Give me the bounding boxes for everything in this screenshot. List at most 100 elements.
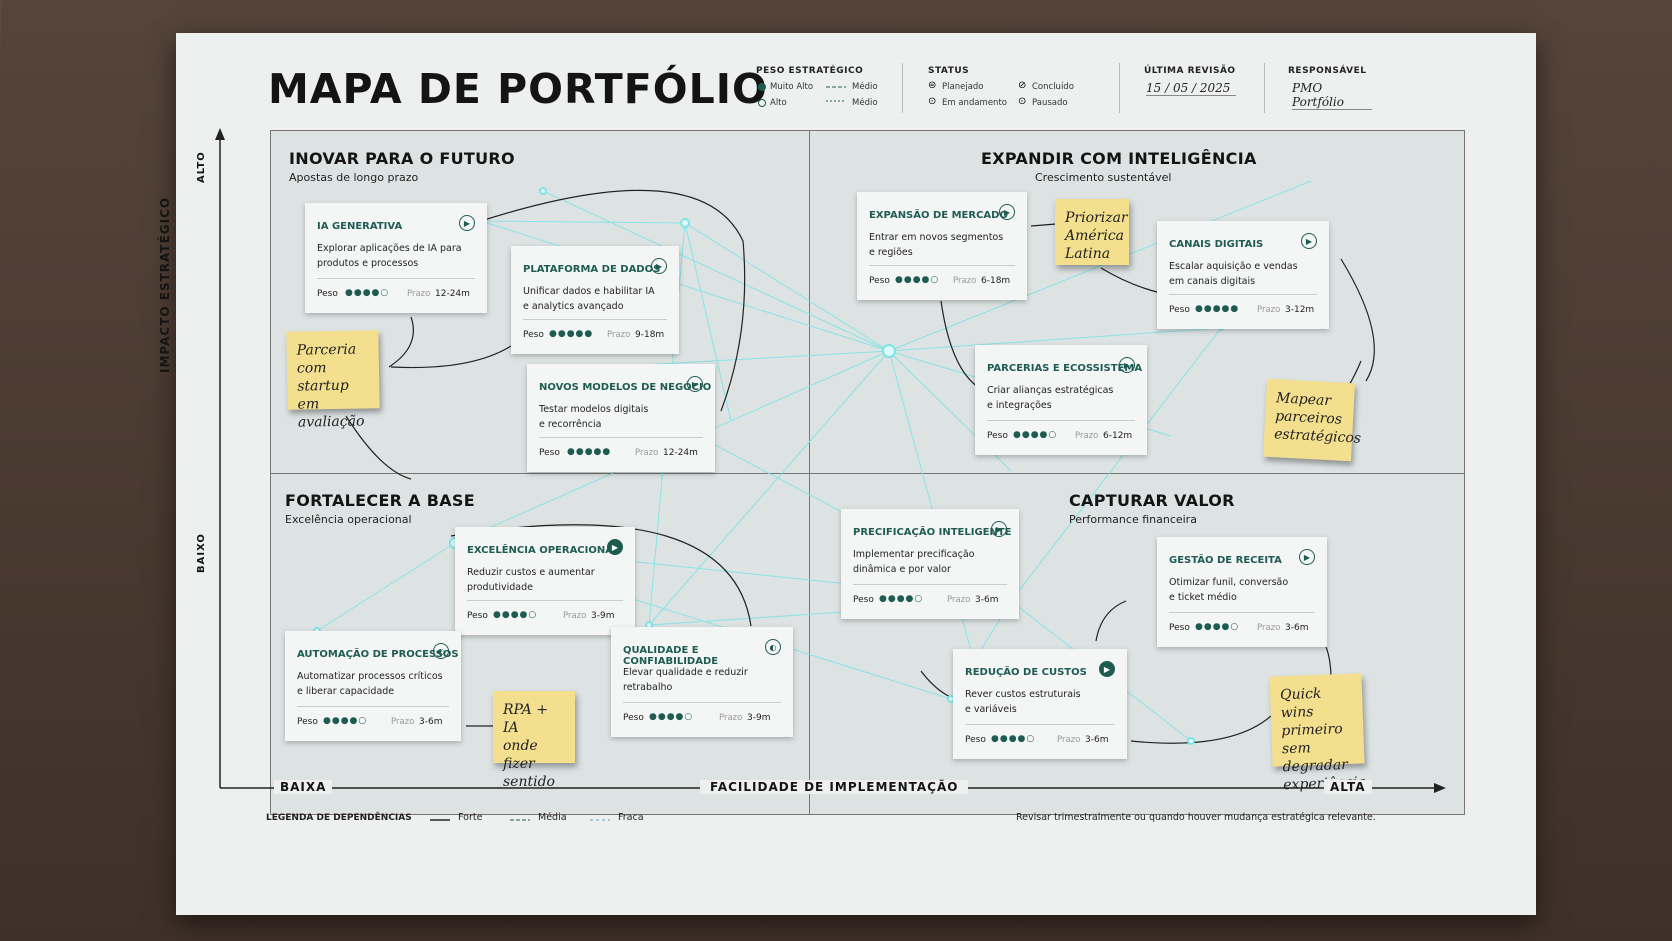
- card-title: REDUÇÃO DE CUSTOS: [965, 667, 1087, 678]
- status-andamento: Em andamento: [942, 98, 1007, 108]
- card-prazo-label: Prazo: [953, 276, 977, 286]
- status-concluido: Concluído: [1032, 82, 1074, 92]
- card-divider: [853, 584, 1007, 585]
- card-prazo-value: 3-9m: [591, 611, 615, 621]
- card-prazo-label: Prazo: [563, 611, 587, 621]
- card-expansao-mercado[interactable]: EXPANSÃO DE MERCADO ▶ Entrar em novos se…: [857, 192, 1027, 300]
- quadrant-sub-capturar: Performance financeira: [1069, 513, 1197, 526]
- card-prazo-value: 12-24m: [435, 289, 470, 299]
- card-peso-label: Peso: [869, 276, 890, 286]
- header-divider-2: [1119, 63, 1120, 113]
- card-peso-dots: ●●●●○: [1013, 430, 1058, 440]
- card-ia-generativa[interactable]: IA GENERATIVA ▶ Explorar aplicações de I…: [305, 203, 487, 313]
- card-peso-dots: ●●●●○: [991, 734, 1036, 744]
- card-prazo-label: Prazo: [407, 289, 431, 299]
- play-status-icon: ▶: [459, 215, 475, 231]
- y-axis-low: BAIXO: [196, 533, 207, 573]
- card-prazo-value: 12-24m: [663, 448, 698, 458]
- card-prazo-value: 9-18m: [635, 330, 665, 340]
- x-axis-low: BAIXA: [274, 780, 333, 794]
- card-title: NOVOS MODELOS DE NEGÓCIO: [539, 382, 712, 393]
- card-peso-label: Peso: [965, 735, 986, 745]
- card-peso-dots: ●●●●●: [567, 447, 612, 457]
- card-automacao[interactable]: AUTOMAÇÃO DE PROCESSOS ◐ Automatizar pro…: [285, 631, 461, 741]
- medio-line-icons: [826, 86, 846, 102]
- card-divider: [297, 706, 449, 707]
- card-divider: [539, 437, 703, 438]
- responsavel-label: RESPONSÁVEL: [1288, 66, 1367, 76]
- peso-alto: Alto: [770, 98, 787, 108]
- card-prazo-label: Prazo: [635, 448, 659, 458]
- card-prazo-label: Prazo: [607, 330, 631, 340]
- card-prazo-value: 3-12m: [1285, 305, 1315, 315]
- header-divider: [902, 63, 903, 113]
- quadrant-sub-inovar: Apostas de longo prazo: [289, 171, 419, 184]
- portfolio-sheet: MAPA DE PORTFÓLIO PESO ESTRATÉGICO Muito…: [158, 33, 1536, 915]
- card-canais-digitais[interactable]: CANAIS DIGITAIS ▶ Escalar aquisição e ve…: [1157, 221, 1329, 329]
- card-divider: [869, 265, 1015, 266]
- card-title: GESTÃO DE RECEITA: [1169, 555, 1282, 566]
- card-prazo-label: Prazo: [1257, 305, 1281, 315]
- card-precificacao[interactable]: PRECIFICAÇÃO INTELIGENTE ▶ Implementar p…: [841, 509, 1019, 619]
- card-title: EXPANSÃO DE MERCADO: [869, 210, 1008, 221]
- y-axis-high: ALTO: [196, 151, 207, 183]
- card-divider: [1169, 294, 1317, 295]
- legend-medium: Média: [538, 812, 567, 823]
- card-gestao-receita[interactable]: GESTÃO DE RECEITA ▶ Otimizar funil, conv…: [1157, 537, 1327, 647]
- axes-svg: [215, 128, 1446, 793]
- half-status-icon: ◐: [433, 643, 449, 659]
- card-peso-label: Peso: [623, 713, 644, 723]
- card-peso-dots: ●●●●○: [895, 275, 940, 285]
- play-status-icon: ▶: [1301, 233, 1317, 249]
- header-divider-3: [1264, 63, 1265, 113]
- card-qualidade[interactable]: QUALIDADE E CONFIABILIDADE ◐ Elevar qual…: [611, 627, 793, 737]
- legend-weak: Fraca: [618, 812, 644, 823]
- card-prazo-value: 3-6m: [1085, 735, 1109, 745]
- card-divider: [523, 319, 667, 320]
- card-peso-dots: ●●●●●: [1195, 304, 1240, 314]
- card-reducao-custos[interactable]: REDUÇÃO DE CUSTOS ▶ Rever custos estrutu…: [953, 649, 1127, 759]
- legend-strong: Forte: [458, 812, 483, 823]
- card-peso-label: Peso: [539, 448, 560, 458]
- card-peso-label: Peso: [467, 611, 488, 621]
- page-title: MAPA DE PORTFÓLIO: [268, 65, 768, 113]
- card-excelencia[interactable]: EXCELÊNCIA OPERACIONAL ▶ Reduzir custos …: [455, 527, 635, 635]
- peso-medio-1: Médio: [852, 82, 878, 92]
- revisao-value: 15 / 05 / 2025: [1146, 81, 1236, 96]
- peso-muito-alto: Muito Alto: [770, 82, 814, 92]
- card-peso-dots: ●●●●○: [649, 712, 694, 722]
- card-peso-dots: ●●●●●: [549, 329, 594, 339]
- peso-medio-2: Médio: [852, 98, 878, 108]
- card-divider: [965, 724, 1115, 725]
- vertical-divider: [809, 131, 810, 814]
- card-prazo-label: Prazo: [391, 717, 415, 727]
- quadrant-title-capturar: CAPTURAR VALOR: [1069, 491, 1235, 510]
- play-status-icon: ▶: [1099, 661, 1115, 677]
- quadrant-title-inovar: INOVAR PARA O FUTURO: [289, 149, 515, 168]
- play-status-icon: ▶: [1299, 549, 1315, 565]
- quadrant-sub-fortalecer: Excelência operacional: [285, 513, 412, 526]
- card-prazo-label: Prazo: [1075, 431, 1099, 441]
- card-title: AUTOMAÇÃO DE PROCESSOS: [297, 649, 459, 660]
- card-prazo-value: 3-9m: [747, 713, 771, 723]
- card-prazo-label: Prazo: [1057, 735, 1081, 745]
- card-novos-modelos[interactable]: NOVOS MODELOS DE NEGÓCIO ▶ Testar modelo…: [527, 364, 715, 472]
- card-plataforma-dados[interactable]: PLATAFORMA DE DADOS ▶ Unificar dados e h…: [511, 246, 679, 354]
- play-status-icon: ▶: [991, 521, 1007, 537]
- card-peso-label: Peso: [297, 717, 318, 727]
- card-parcerias[interactable]: PARCERIAS E ECOSSISTEMA ▶ Criar alianças…: [975, 345, 1147, 455]
- concluido-icon: ⊘: [1018, 80, 1027, 91]
- play-status-icon: ▶: [607, 539, 623, 555]
- card-peso-label: Peso: [523, 330, 544, 340]
- status-planejado: Planejado: [942, 82, 984, 92]
- card-prazo-label: Prazo: [947, 595, 971, 605]
- card-peso-label: Peso: [1169, 305, 1190, 315]
- status-pausado: Pausado: [1032, 98, 1068, 108]
